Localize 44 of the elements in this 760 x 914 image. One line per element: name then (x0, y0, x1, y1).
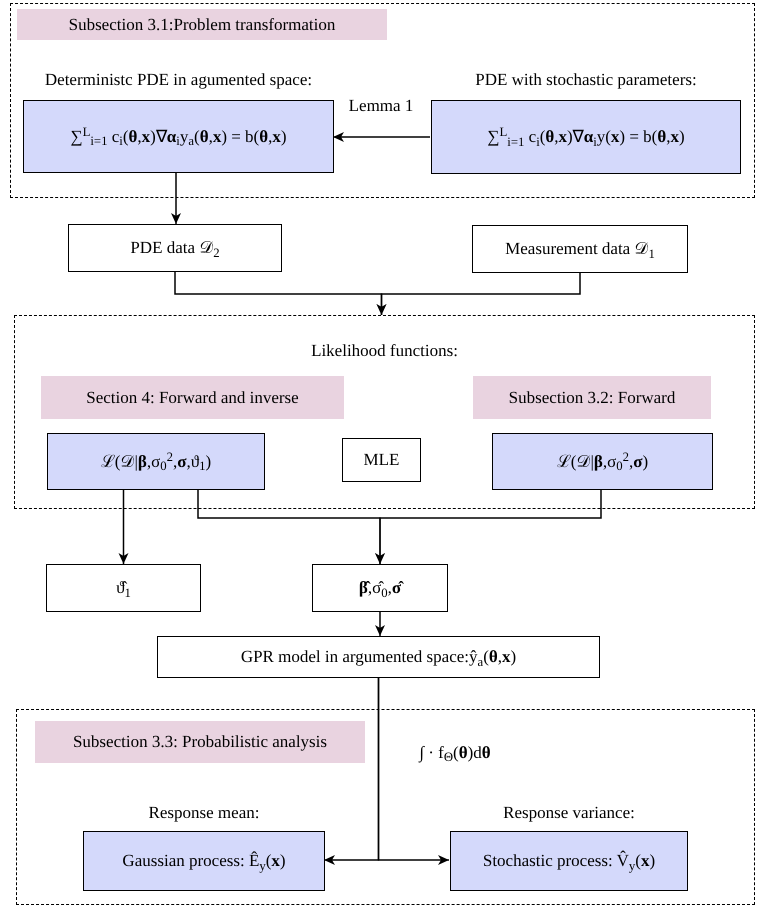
group-heading: Likelihood functions: (310, 340, 459, 362)
estimate-box (312, 564, 448, 612)
box-heading: PDE with stochastic parameters: (474, 69, 698, 91)
box-text: ∑$^{L}$$_{i=1}$ c$_{i}$(θ,x)∇α$_{i}$y(x) = b(θ,x) (487, 126, 685, 148)
edge-label: ∫ · f$_{Θ}$(θ)dθ (418, 742, 492, 764)
arrow (171, 172, 181, 224)
arrow (376, 273, 581, 315)
box-text: Section 4: Forward and inverse (86, 386, 299, 408)
arrow (333, 132, 430, 142)
box-heading: Response variance: (502, 802, 636, 824)
estimate-box (46, 564, 201, 612)
box-text: GPR model in argumented space:ŷ$_{a}$(θ,x) (240, 646, 516, 668)
box-text: ℒ(𝒟|β,σ$_{0}$$^{2}$,σ) (556, 450, 648, 472)
box-text: Subsection 3.1:Problem transformation (68, 14, 336, 36)
box-text: Subsection 3.3: Probabilistic analysis (72, 731, 328, 753)
process-box (342, 438, 421, 482)
data-box (68, 224, 282, 272)
box-heading: Response mean: (148, 802, 260, 824)
section-banner (17, 9, 387, 40)
dashed-group-box (14, 315, 755, 509)
box-text: Stochastic process: V̂$_{y}$(x) (482, 850, 656, 872)
section-banner (473, 376, 711, 419)
dashed-group-box (16, 709, 755, 905)
box-text: Gaussian process: Ê$_{y}$(x) (122, 850, 286, 872)
box-text: Measurement data 𝒟$_{1}$ (505, 238, 655, 260)
data-box (472, 225, 688, 273)
box-text: ∑$^{L}$$_{i=1}$ c$_{i}$(θ,x)∇α$_{i}$y$_{a}$(θ,x) = b(θ,x) (70, 126, 287, 148)
likelihood-box (47, 433, 265, 490)
section-banner (41, 376, 344, 419)
model-box (157, 636, 600, 678)
arrow (375, 489, 602, 564)
box-text: MLE (364, 449, 400, 471)
box-text: ϑ̂$_{1}$ (116, 577, 131, 599)
arrow (118, 489, 128, 564)
dashed-group-box (10, 3, 755, 198)
box-text: PDE data 𝒟$_{2}$ (130, 237, 220, 259)
arrow (375, 612, 385, 636)
likelihood-box (492, 433, 713, 490)
box-text: Subsection 3.2: Forward (508, 386, 676, 408)
section-banner (35, 721, 365, 763)
arrow (378, 678, 449, 865)
box-heading: Deterministc PDE in agumented space: (44, 69, 314, 91)
box-text: β̂,σ̂$_{0}$,σ̂ (358, 577, 402, 599)
box-text: ℒ(𝒟|β,σ$_{0}$$^{2}$,σ,ϑ$_{1}$) (100, 450, 212, 472)
